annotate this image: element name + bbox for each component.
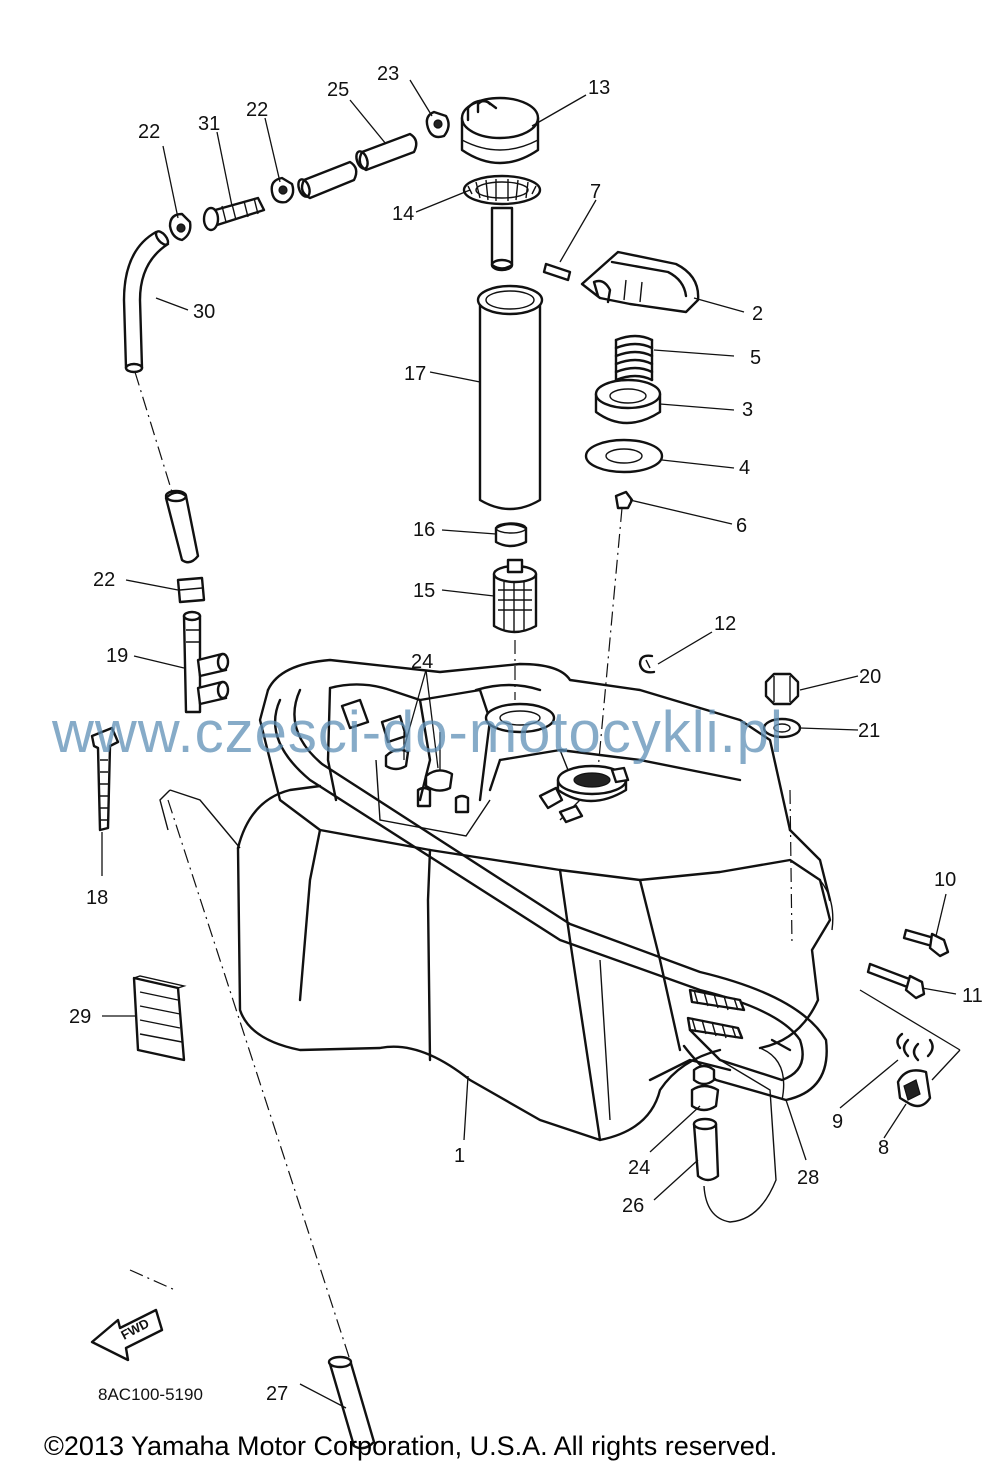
part-t-fitting-19 — [182, 610, 230, 714]
part-fuel-cap — [460, 96, 540, 165]
part-nut-6 — [614, 490, 634, 510]
part-damper-8 — [896, 1069, 932, 1108]
part-hose-lower — [164, 489, 200, 564]
part-clips-9 — [896, 1032, 934, 1062]
part-bolt-10 — [902, 928, 950, 958]
callout-27: 27 — [266, 1383, 288, 1405]
callout-22: 22 — [93, 569, 115, 591]
callout-23: 23 — [377, 63, 399, 85]
callout-29: 29 — [69, 1006, 91, 1028]
callout-21: 21 — [858, 720, 880, 742]
callout-16: 16 — [413, 519, 435, 541]
callout-22: 22 — [246, 99, 268, 121]
part-hose-short — [297, 160, 358, 200]
callout-13: 13 — [588, 77, 610, 99]
part-fuel-tank-1 — [159, 658, 834, 1142]
callout-26: 26 — [622, 1195, 644, 1217]
callout-22: 22 — [138, 121, 160, 143]
part-hose-25 — [355, 132, 418, 172]
callout-25: 25 — [327, 79, 349, 101]
part-spring-5 — [614, 334, 654, 382]
callout-24: 24 — [628, 1157, 650, 1179]
callout-9: 9 — [832, 1111, 843, 1133]
part-pin-7 — [542, 262, 572, 282]
callout-31: 31 — [198, 113, 220, 135]
callout-3: 3 — [742, 399, 753, 421]
callout-4: 4 — [739, 457, 750, 479]
part-cover-2 — [580, 250, 700, 314]
drawing-code: 8AC100-5190 — [98, 1385, 203, 1404]
part-clamp-22-top — [270, 176, 295, 204]
leader-lines — [101, 79, 961, 1409]
callout-11: 11 — [962, 985, 983, 1007]
callout-2: 2 — [752, 303, 763, 325]
part-vent-hose-30 — [122, 230, 170, 374]
callout-5: 5 — [750, 347, 761, 369]
callout-1: 1 — [454, 1145, 465, 1167]
part-fitting-24-lower — [690, 1064, 720, 1112]
part-clamp-16 — [494, 522, 528, 548]
watermark-url: www.czesci-do-motocykli.pl — [51, 700, 784, 765]
callout-12: 12 — [714, 613, 736, 635]
fwd-arrow-icon: FWD — [90, 1308, 164, 1362]
part-fitting-31 — [202, 196, 266, 232]
part-hose-26 — [692, 1117, 720, 1182]
part-clamp-22-lower — [176, 576, 206, 604]
callout-10: 10 — [934, 869, 956, 891]
part-hose-27 — [327, 1355, 376, 1450]
callout-labels: 13 23 25 22 31 22 14 7 2 30 5 17 3 4 6 1… — [69, 63, 983, 1405]
part-clamp-23 — [425, 110, 450, 139]
callout-6: 6 — [736, 515, 747, 537]
callout-15: 15 — [413, 580, 435, 602]
part-washer-4 — [584, 438, 664, 474]
copyright-notice: ©2013 Yamaha Motor Corporation, U.S.A. A… — [44, 1431, 777, 1461]
callout-14: 14 — [392, 203, 414, 225]
part-gasket — [462, 174, 542, 206]
part-pad-29 — [132, 975, 187, 1062]
part-nut-20 — [764, 672, 800, 706]
callout-8: 8 — [878, 1137, 889, 1159]
callout-18: 18 — [86, 887, 108, 909]
callout-30: 30 — [193, 301, 215, 323]
part-clip-12 — [638, 654, 656, 674]
callout-20: 20 — [859, 666, 881, 688]
part-filter-15 — [492, 558, 538, 634]
part-clamp-22-left — [168, 212, 192, 242]
callout-24: 24 — [411, 651, 433, 673]
assembly-guide-lines — [129, 371, 793, 1361]
callout-7: 7 — [590, 181, 601, 203]
part-hose-28 — [273, 688, 828, 1223]
part-tube-17 — [476, 284, 544, 511]
callout-19: 19 — [106, 645, 128, 667]
part-strap-18 — [90, 726, 120, 832]
callout-28: 28 — [797, 1167, 819, 1189]
callout-17: 17 — [404, 363, 426, 385]
part-bolt-11 — [866, 962, 926, 1000]
part-gauge-rod — [490, 206, 514, 272]
part-ring-3 — [594, 378, 662, 425]
